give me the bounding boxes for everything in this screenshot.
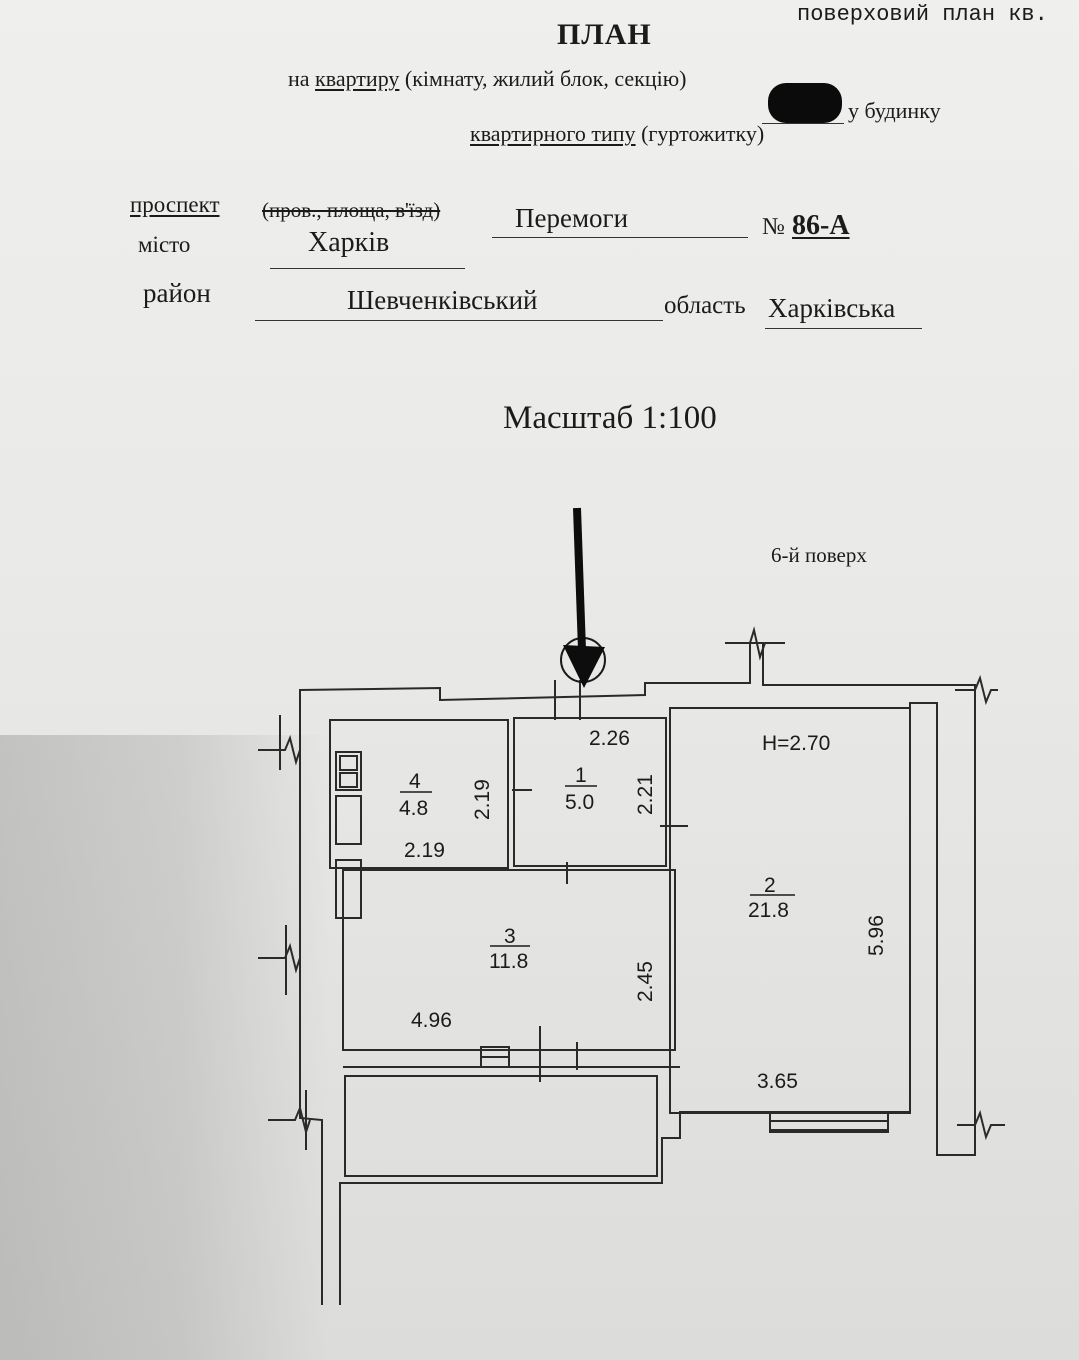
district-value: Шевченківський	[347, 285, 538, 315]
break-line-top	[725, 626, 785, 661]
city-label: місто	[138, 232, 191, 257]
room-1-area: 5.0	[565, 791, 594, 814]
room-3-area: 11.8	[489, 950, 528, 973]
break-line-left-1	[258, 734, 301, 766]
city-value: Харків	[308, 227, 390, 258]
district-line	[255, 320, 663, 321]
street-type-alternatives: (пров., площа, в'їзд)	[262, 198, 441, 222]
dim-room3-width: 4.96	[411, 1009, 452, 1032]
break-line-right-bottom	[957, 1109, 1005, 1141]
entrance-arrow-head-icon	[563, 645, 605, 688]
subtitle-building-type: квартирного типу	[470, 121, 636, 146]
dim-room3-height: 2.45	[634, 961, 657, 1002]
city-line	[270, 268, 465, 269]
break-line-left-2	[258, 942, 301, 974]
room-4-outline	[329, 719, 509, 869]
subtitle-options: (кімнату, жилий блок, секцію)	[404, 66, 687, 91]
room-3-number: 3	[504, 925, 516, 948]
room-2-outline	[669, 707, 911, 1114]
scale-label: Масштаб 1:100	[503, 400, 717, 436]
break-line-left-3	[268, 1104, 311, 1136]
room-2-number: 2	[764, 874, 776, 897]
room-1-outline	[513, 717, 667, 867]
room-2-area: 21.8	[748, 899, 789, 922]
apartment-number-line	[762, 123, 844, 124]
outer-wall-outline	[299, 642, 976, 1305]
document-title: ПЛАН	[557, 18, 652, 51]
region-label: область	[664, 292, 746, 319]
subtitle-dormitory: (гуртожитку)	[641, 121, 765, 146]
subtitle-line-2: квартирного типу (гуртожитку)	[470, 121, 764, 147]
subtitle-building: у будинку	[848, 98, 941, 123]
dim-room1-width: 2.26	[589, 727, 630, 750]
room-1-number: 1	[575, 764, 587, 787]
subtitle-prefix: на	[288, 66, 310, 91]
dim-room4-height: 2.19	[471, 779, 494, 820]
house-number-value: 86-А	[792, 210, 850, 241]
street-name-line	[492, 237, 748, 238]
balcony-outline	[344, 1075, 658, 1177]
street-name: Перемоги	[515, 203, 629, 233]
bath-fixture-2	[335, 795, 362, 845]
room-4-number: 4	[409, 770, 421, 793]
break-line-right-top	[955, 674, 998, 706]
ceiling-height: H=2.70	[762, 732, 830, 755]
dim-room2-height: 5.96	[865, 915, 888, 956]
bath-fixture-5	[339, 772, 358, 788]
dim-room4-width: 2.19	[404, 839, 445, 862]
bath-fixture-4	[339, 755, 358, 771]
corner-note: поверховий план кв.	[797, 2, 1048, 27]
room-4-area: 4.8	[399, 797, 428, 820]
street-type-label: проспект	[130, 192, 220, 217]
subtitle-line-1: на квартиру (кімнату, жилий блок, секцію…	[288, 66, 687, 92]
subtitle-apartment: квартиру	[315, 66, 400, 91]
region-value: Харківська	[768, 293, 896, 323]
district-label: район	[143, 278, 211, 308]
bath-fixture-3	[335, 859, 362, 919]
house-number-label: №	[762, 214, 785, 240]
redacted-apartment-number	[768, 83, 842, 123]
dim-room2-width: 3.65	[757, 1070, 798, 1093]
dim-room1-height: 2.21	[634, 774, 657, 815]
floor-label: 6-й поверх	[771, 543, 867, 567]
bath-fixture-1	[335, 751, 362, 791]
entrance-arrow-shaft	[573, 507, 586, 651]
region-line	[765, 328, 922, 329]
